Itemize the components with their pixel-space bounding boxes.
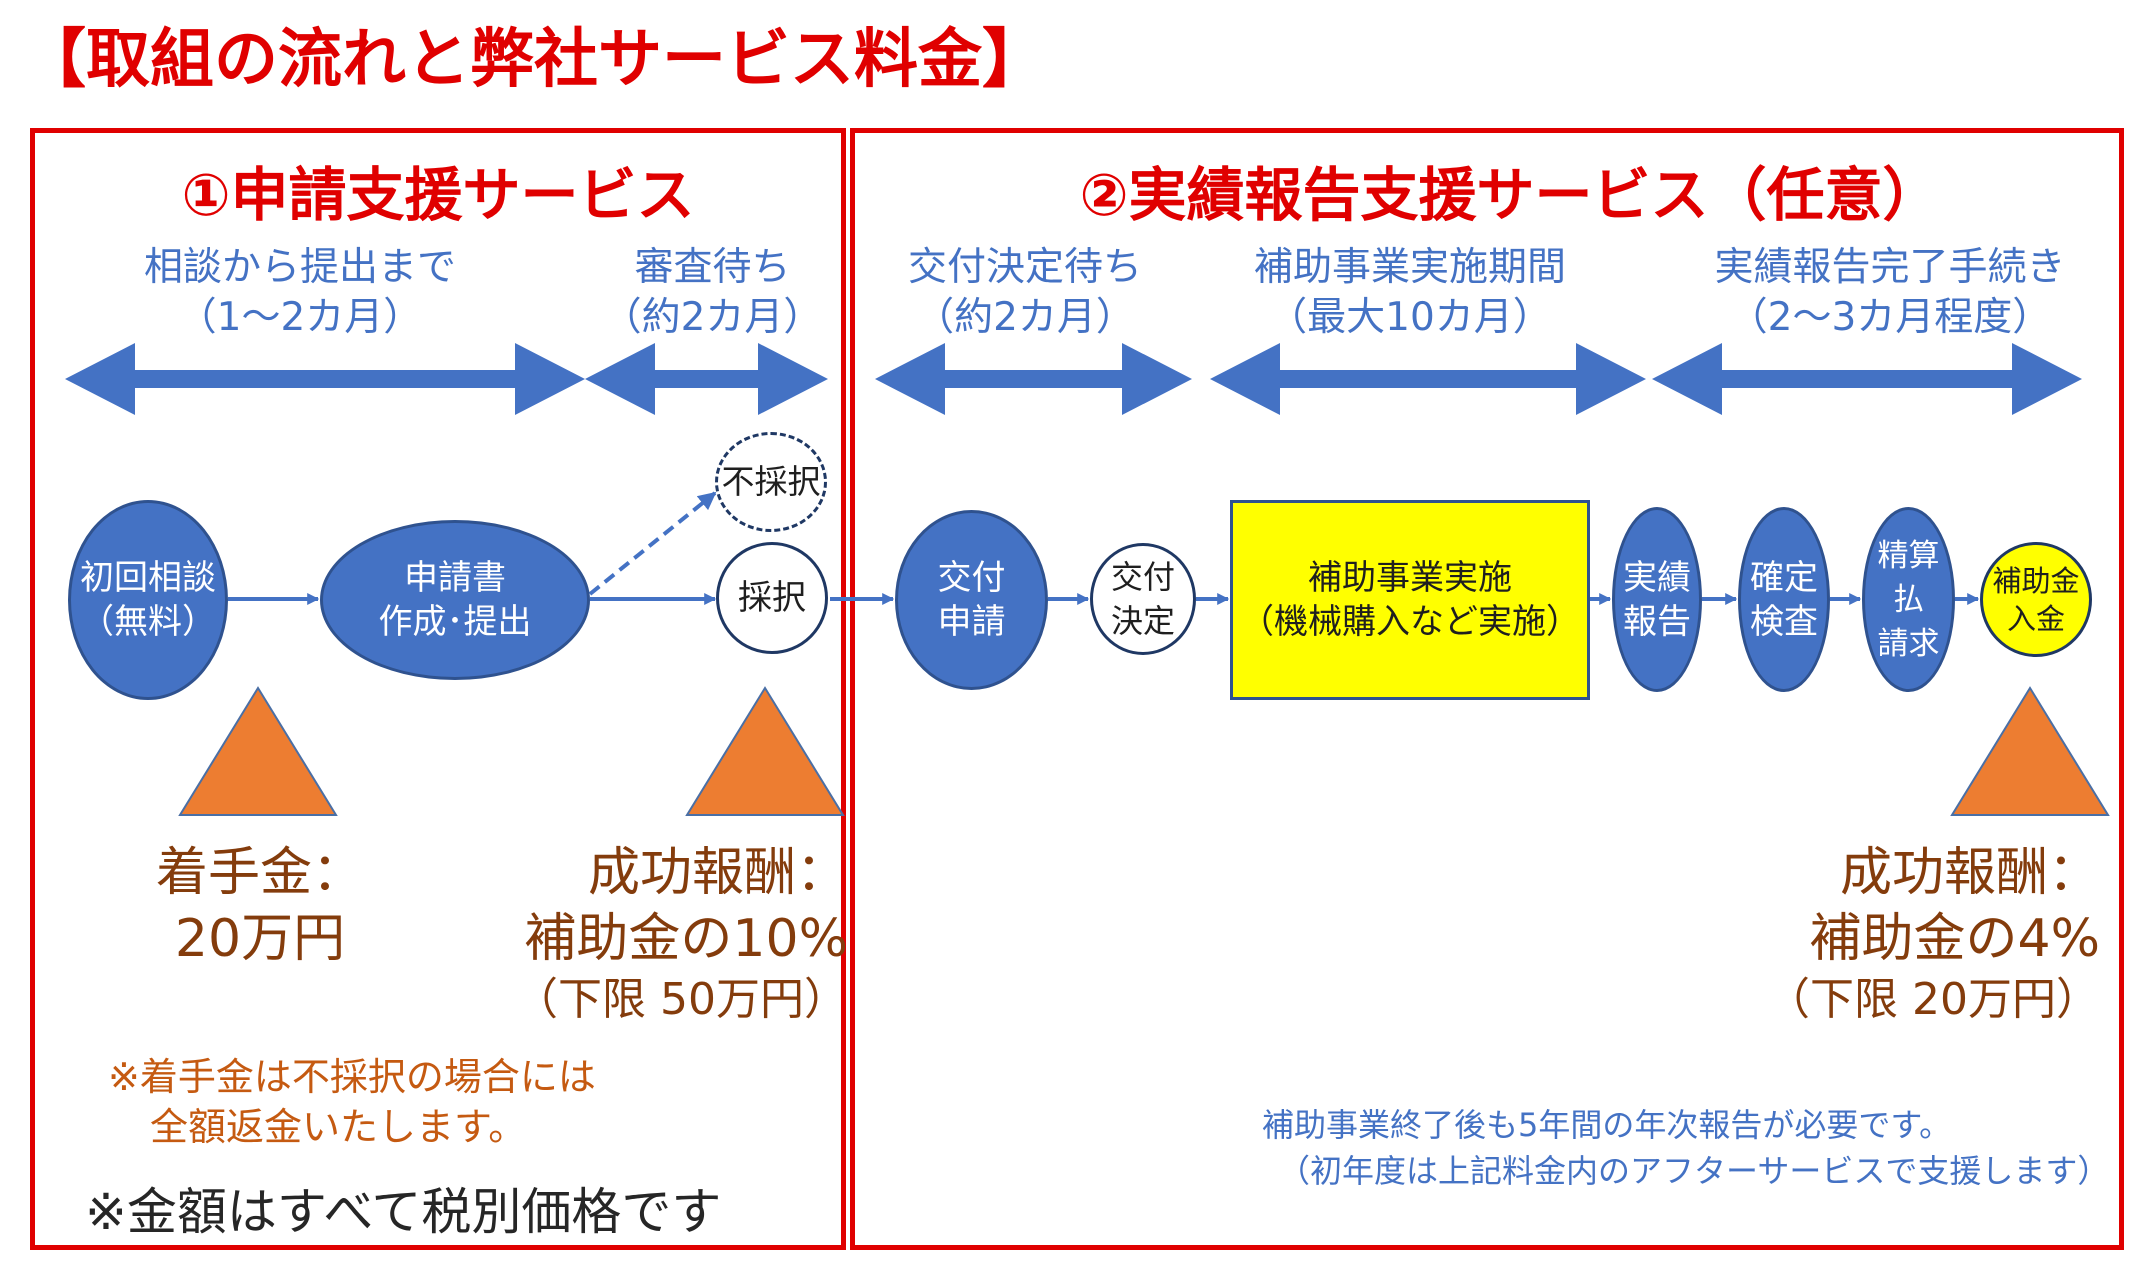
grant-decision-node: 交付 決定 [1090,543,1196,655]
node-text: 採択 [738,578,806,618]
node-text: 報告 [1623,601,1691,642]
node-text: 確定 [1750,557,1818,598]
phase-duration: （約2カ月） [915,295,1135,340]
fee-amount: 補助金の4% [1809,909,2101,969]
application-node: 申請書 作成･提出 [320,520,590,680]
period-arrow-review [585,343,828,415]
node-text: （機械購入など実施） [1240,602,1580,642]
phase-label-completion: 実績報告完了手続き （2～3カ月程度） [1680,243,2100,343]
tax-note: ※金額はすべて税別価格です [85,1183,722,1241]
claim-node: 精算払 請求 [1862,507,1955,692]
node-text: 交付 [1110,558,1175,596]
success-fee-report: 成功報酬： 補助金の4% （下限 20万円） [1700,840,2100,1028]
rejection-node: 不採択 [715,432,827,532]
note-line: ※着手金は不採択の場合には [108,1055,596,1099]
fee-marker-success1 [685,686,845,816]
grant-application-node: 交付 申請 [895,510,1048,690]
fee-amount: 補助金の10% [524,909,848,969]
dashed-arrow-to-rejection [588,491,717,596]
report-support-panel [850,128,2124,1250]
retainer-fee: 着手金： 20万円 [130,840,390,972]
phase-name: 相談から提出まで [143,245,456,290]
period-arrow-implementation [1210,343,1646,415]
note-line: 補助事業終了後も5年間の年次報告が必要です。 [1262,1106,1952,1144]
node-text: 入金 [2006,601,2065,636]
node-text: （無料） [80,602,216,642]
note-line: （初年度は上記料金内のアフターサービスで支援します） [1278,1152,2110,1190]
node-text: 補助事業実施 [1308,558,1512,598]
node-text: 検査 [1750,601,1818,642]
fee-minimum: （下限 50万円） [514,974,848,1025]
acceptance-node: 採択 [716,542,828,654]
inspection-node: 確定 検査 [1738,507,1830,692]
payment-node: 補助金 入金 [1980,542,2092,657]
period-arrow-completion [1652,343,2082,415]
node-text: 不採択 [721,462,821,501]
node-text: 精算払 [1877,537,1940,618]
node-text: 初回相談 [80,558,216,598]
page-title: 【取組の流れと弊社サービス料金】 [22,23,1046,97]
node-text: 交付 [937,558,1006,598]
node-text: 決定 [1110,602,1175,640]
phase-duration: （最大10カ月） [1268,295,1552,340]
period-arrow-consultation [65,343,585,415]
phase-label-consultation: 相談から提出まで （1～2カ月） [100,243,500,343]
refund-note: ※着手金は不採択の場合には 全額返金いたします。 [108,1052,596,1152]
phase-label-grant-wait: 交付決定待ち （約2カ月） [880,243,1170,343]
phase-duration: （2～3カ月程度） [1728,295,2052,340]
section2-title: ②実績報告支援サービス（任意） [1079,161,1941,229]
phase-name: 交付決定待ち [907,245,1142,290]
section1-title: ①申請支援サービス [181,161,695,229]
fee-label: 成功報酬： [587,843,848,903]
phase-name: 補助事業実施期間 [1253,245,1566,290]
node-text: 実績 [1623,557,1691,598]
report-node: 実績 報告 [1612,507,1702,692]
fee-marker-retainer [178,686,338,816]
phase-duration: （約2カ月） [602,295,823,340]
fee-marker-success2 [1950,686,2110,816]
period-arrow-grant-wait [875,343,1192,415]
node-text: 作成･提出 [378,602,532,642]
phase-label-review: 審査待ち （約2カ月） [600,243,825,343]
application-support-panel [30,128,846,1250]
fee-minimum: （下限 20万円） [1766,974,2100,1025]
node-text: 申請 [937,602,1006,642]
implementation-node: 補助事業実施 （機械購入など実施） [1230,500,1590,700]
initial-consultation-node: 初回相談 （無料） [68,500,228,700]
phase-duration: （1～2カ月） [177,295,423,340]
success-fee-application: 成功報酬： 補助金の10% （下限 50万円） [488,840,848,1028]
phase-name: 実績報告完了手続き [1714,245,2066,290]
node-text: 申請書 [404,558,506,598]
node-text: 補助金 [1992,563,2080,598]
fee-amount: 20万円 [174,909,346,969]
phase-label-implementation: 補助事業実施期間 （最大10カ月） [1210,243,1610,343]
annual-report-note: 補助事業終了後も5年間の年次報告が必要です。 （初年度は上記料金内のアフターサー… [1262,1102,2109,1194]
node-text: 請求 [1877,625,1940,662]
phase-name: 審査待ち [634,245,791,290]
fee-label: 成功報酬： [1839,843,2100,903]
fee-label: 着手金： [155,843,364,903]
note-line: 全額返金いたします。 [150,1105,527,1149]
